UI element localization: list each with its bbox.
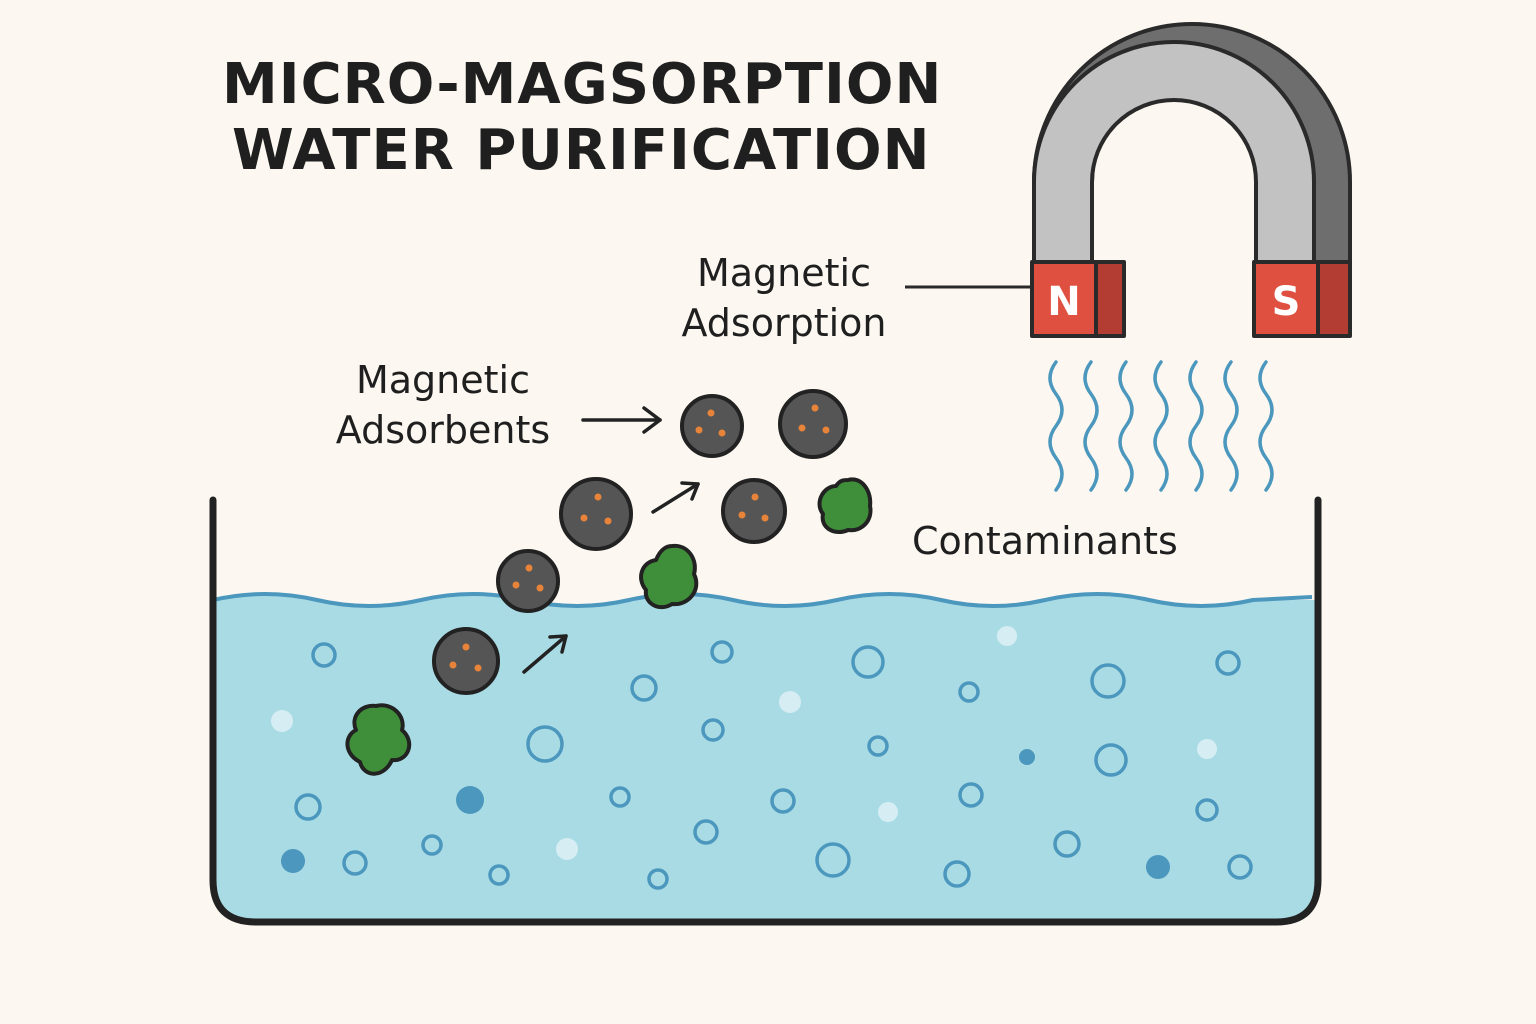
- contaminant-blob: [817, 477, 873, 534]
- water-bubbles-filled: [271, 626, 1217, 879]
- magnetic-adsorption-label-line-1: Magnetic: [696, 251, 871, 295]
- contaminants-label: Contaminants: [912, 519, 1178, 563]
- upward-arrow-upper: [651, 481, 700, 514]
- contaminant-blob: [639, 543, 699, 610]
- water-surface-line: [212, 592, 1313, 608]
- adsorbent-particle: [721, 478, 787, 544]
- north-pole-side: [1094, 260, 1126, 338]
- north-pole-label: N: [1047, 279, 1080, 325]
- adsorbent-particle: [680, 394, 744, 458]
- adsorbents-pointer-arrow: [581, 406, 662, 434]
- title-line-2: WATER PURIFICATION: [232, 118, 931, 183]
- contaminant-blob: [345, 703, 412, 776]
- upward-arrow-lower: [522, 634, 568, 674]
- diagram-title: MICRO-MAGSORPTION WATER PURIFICATION: [222, 52, 942, 184]
- north-pole: [1030, 260, 1098, 338]
- title-line-1: MICRO-MAGSORPTION: [222, 52, 943, 117]
- adsorbent-particle: [432, 627, 500, 695]
- tank-outline: [209, 496, 1322, 926]
- south-pole: [1252, 260, 1320, 338]
- horseshoe-magnet: [1030, 22, 1352, 338]
- adsorbent-particle: [778, 389, 848, 459]
- magnet-front-face: [1032, 40, 1316, 264]
- adsorbent-particle: [559, 477, 633, 551]
- water-bubbles: [294, 640, 1253, 890]
- magnetic-adsorbents: [432, 389, 848, 695]
- south-pole-label: S: [1272, 279, 1301, 325]
- magnetic-adsorbents-label-line-1: Magnetic: [355, 358, 530, 402]
- flow-arrows: [522, 406, 700, 674]
- magnetic-adsorbents-label: Magnetic Adsorbents: [318, 355, 568, 455]
- contaminants: [345, 477, 873, 776]
- magnetic-field-lines: [1048, 360, 1274, 492]
- magnetic-adsorbents-label-line-2: Adsorbents: [335, 408, 551, 452]
- south-pole-side: [1316, 260, 1352, 338]
- adsorbent-particle: [496, 549, 560, 613]
- magnetic-adsorption-label: Magnetic Adsorption: [664, 248, 904, 348]
- magnetic-adsorption-label-line-2: Adsorption: [681, 301, 887, 345]
